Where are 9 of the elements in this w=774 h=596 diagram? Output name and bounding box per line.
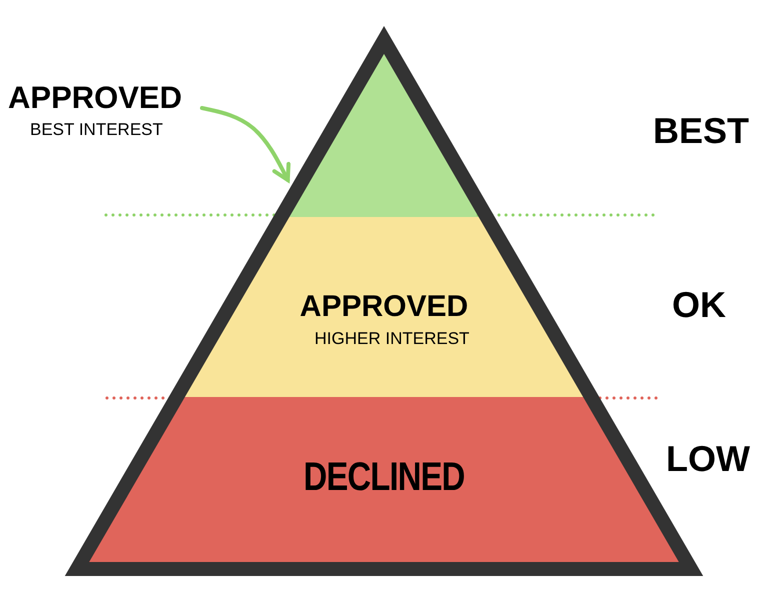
curved-arrow <box>200 106 291 182</box>
interest-note: BEST INTEREST <box>30 120 163 140</box>
rating-label: LOW <box>666 438 750 480</box>
rating-label: OK <box>672 284 726 326</box>
approval-heading: APPROVED <box>298 290 470 324</box>
rating-label: BEST <box>653 110 750 152</box>
interest-note: HIGHER INTEREST <box>314 329 470 349</box>
approval-heading: APPROVED <box>8 80 182 116</box>
status-heading: DECLINED <box>303 455 465 500</box>
